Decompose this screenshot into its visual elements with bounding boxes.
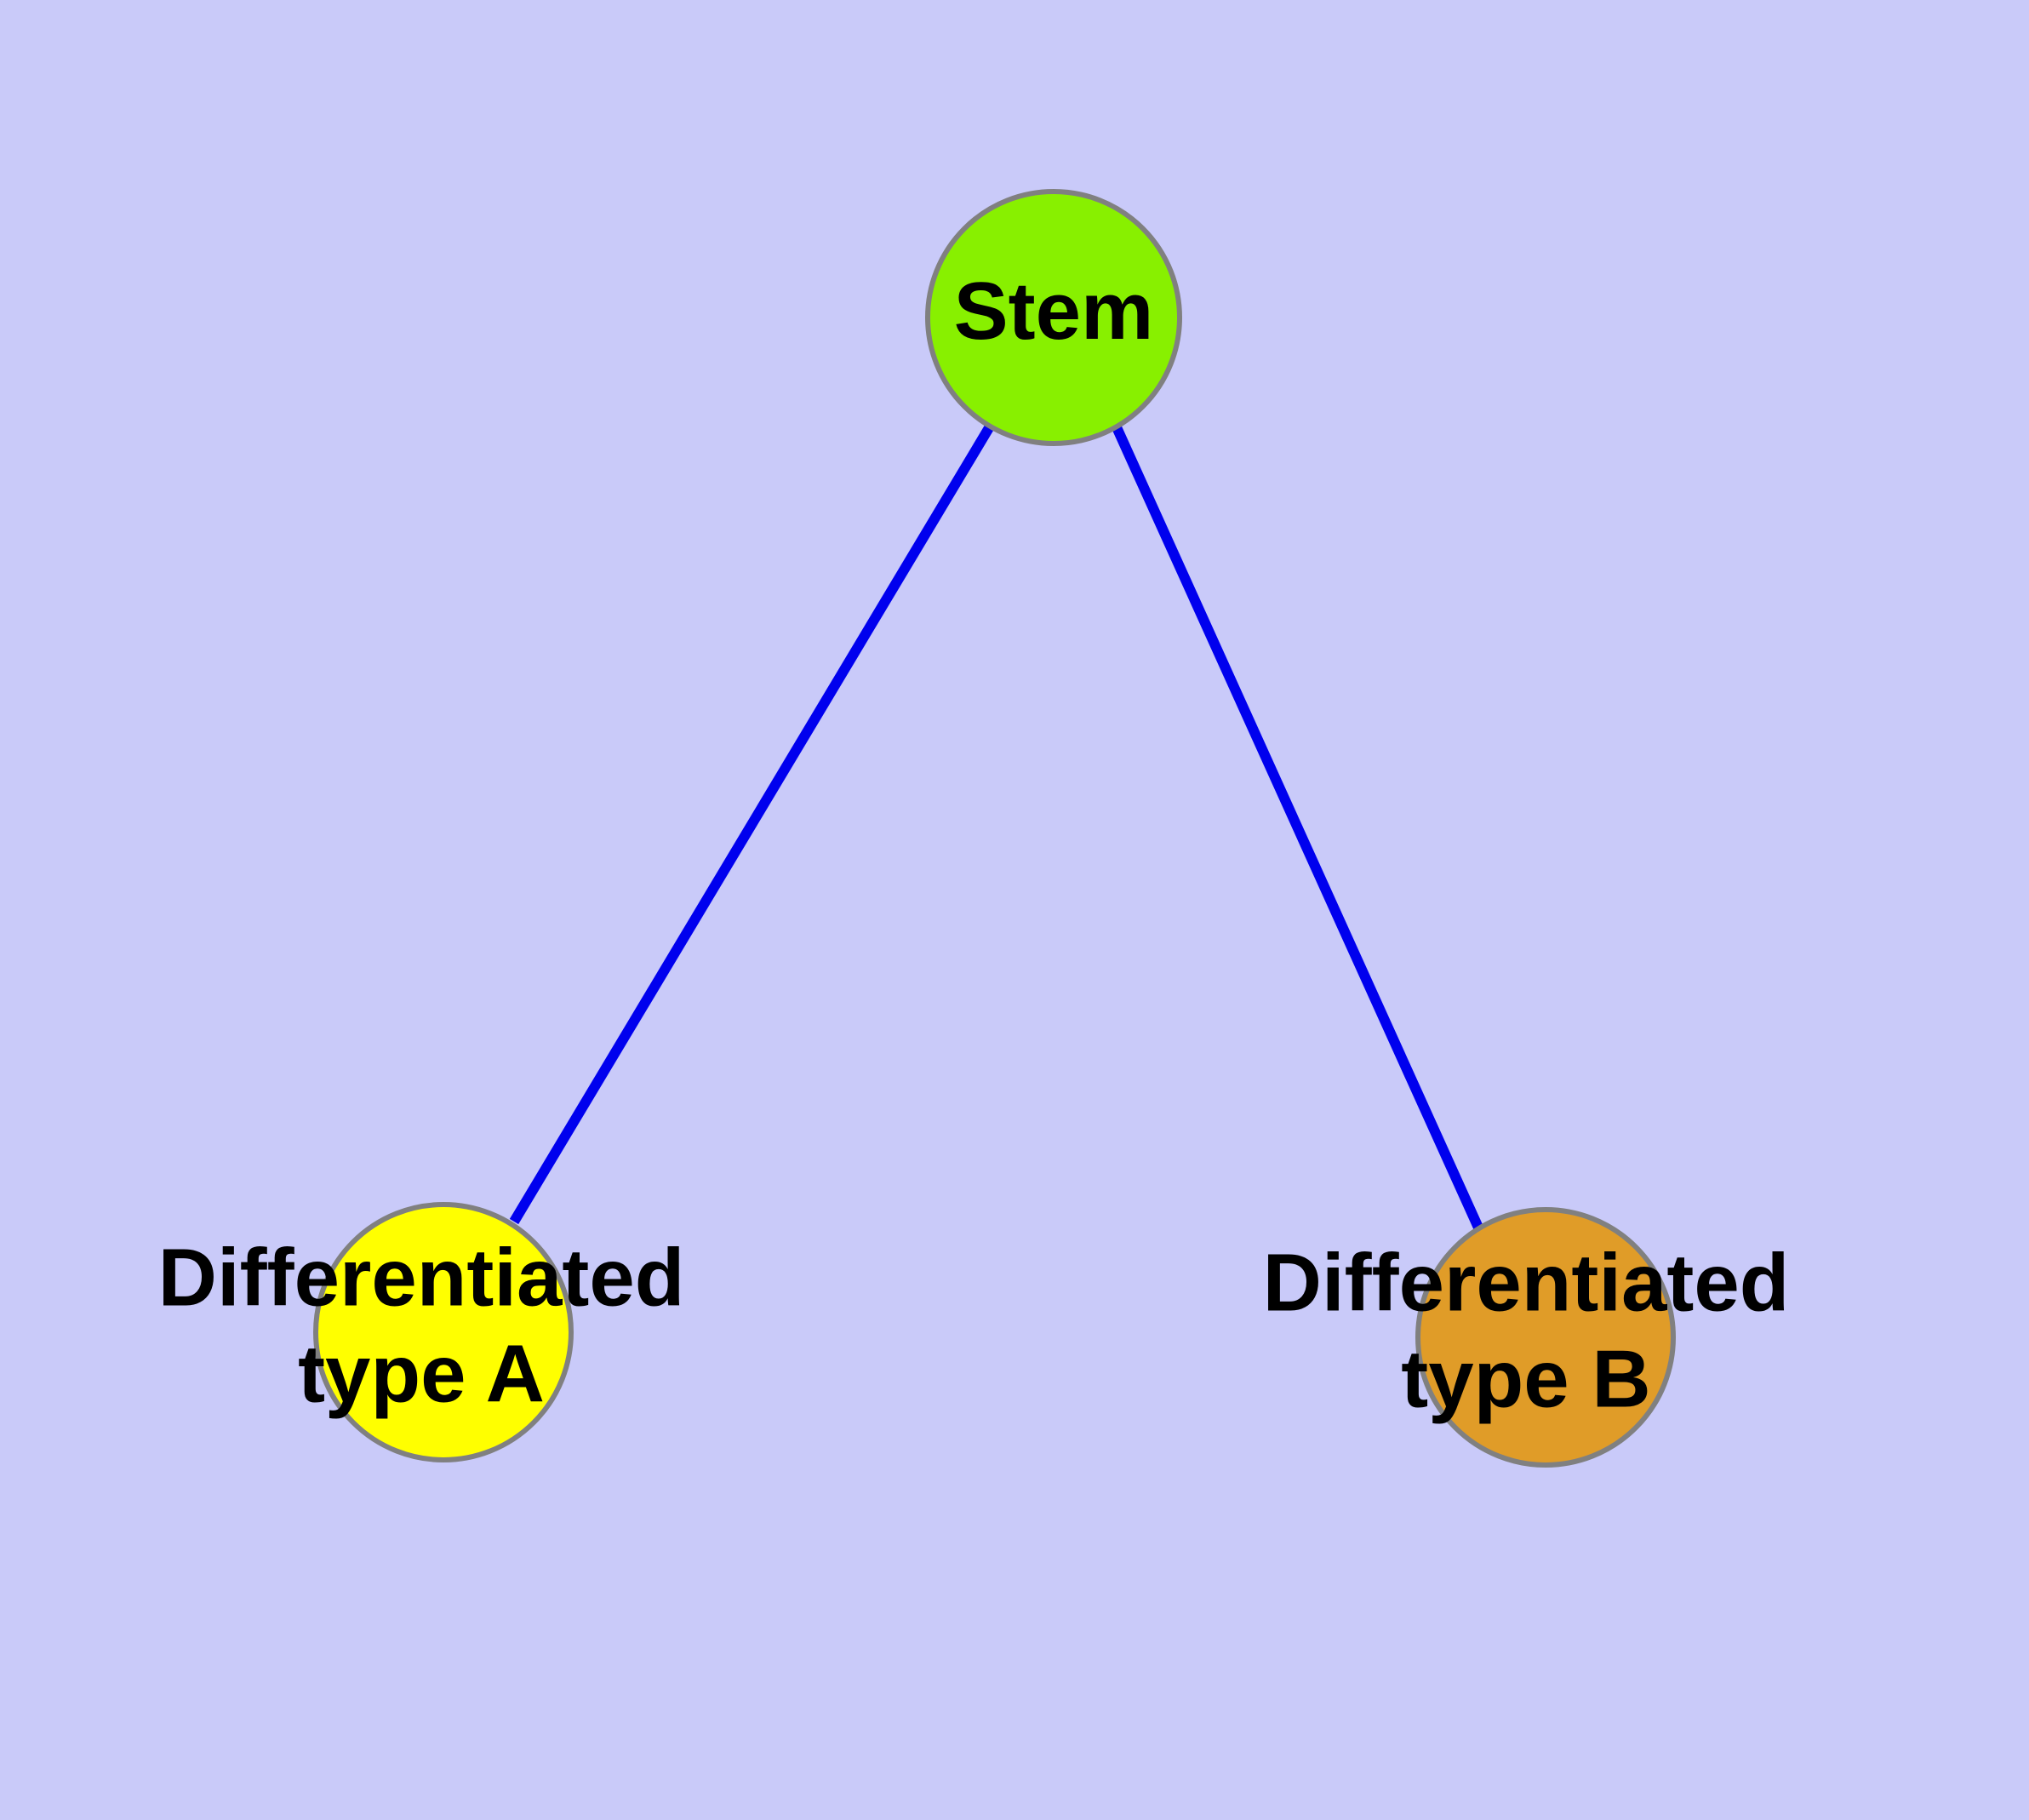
edges-group <box>509 423 1483 1230</box>
node-label-line: type B <box>1401 1334 1650 1425</box>
node-label-stem: Stem <box>954 266 1154 357</box>
node-label-line: Stem <box>954 266 1154 357</box>
node-circle-diff-a[interactable] <box>313 1202 574 1462</box>
node-label-line: Differentiated <box>1263 1238 1790 1329</box>
edge-stem-to-diff-a <box>509 423 995 1225</box>
nodes-group <box>313 189 1676 1468</box>
node-label-line: type A <box>298 1329 545 1420</box>
node-label-line: Differentiated <box>158 1233 685 1324</box>
node-circle-stem[interactable] <box>925 189 1182 446</box>
node-circle-diff-b[interactable] <box>1415 1207 1676 1468</box>
edge-stem-to-diff-b <box>1112 425 1483 1230</box>
